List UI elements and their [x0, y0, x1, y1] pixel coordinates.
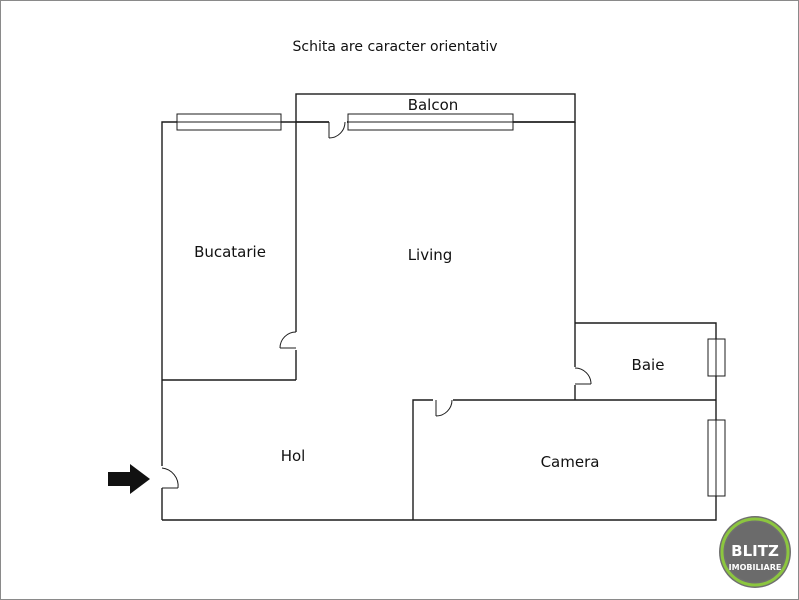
door-baie: [573, 367, 592, 385]
window-bucatarie: [176, 113, 282, 131]
window-balcon-door: [347, 113, 514, 131]
plan-note: Schita are caracter orientativ: [292, 39, 497, 55]
window-camera: [707, 419, 726, 497]
entrance-arrow-icon: [108, 464, 150, 494]
room-label-bucatarie: Bucatarie: [194, 243, 266, 261]
door-entrance: [160, 466, 179, 489]
room-living: Living: [296, 121, 576, 400]
room-camera: Camera: [412, 399, 717, 521]
room-bucatarie: Bucatarie: [161, 121, 297, 381]
room-hol: Hol: [161, 380, 413, 521]
window-baie: [707, 338, 726, 377]
logo-text-imobiliare: IMOBILIARE: [729, 563, 782, 572]
room-label-living: Living: [408, 246, 453, 264]
door-bucatarie: [279, 331, 298, 350]
logo-text-blitz: BLITZ: [731, 542, 779, 560]
room-label-balcon: Balcon: [408, 96, 459, 114]
room-label-hol: Hol: [281, 447, 306, 465]
door-balcon: [328, 121, 347, 139]
blitz-logo: BLITZ IMOBILIARE: [719, 516, 791, 588]
room-baie: Baie: [575, 322, 717, 401]
room-label-camera: Camera: [541, 453, 600, 471]
door-camera: [433, 398, 453, 417]
room-label-baie: Baie: [632, 356, 665, 374]
